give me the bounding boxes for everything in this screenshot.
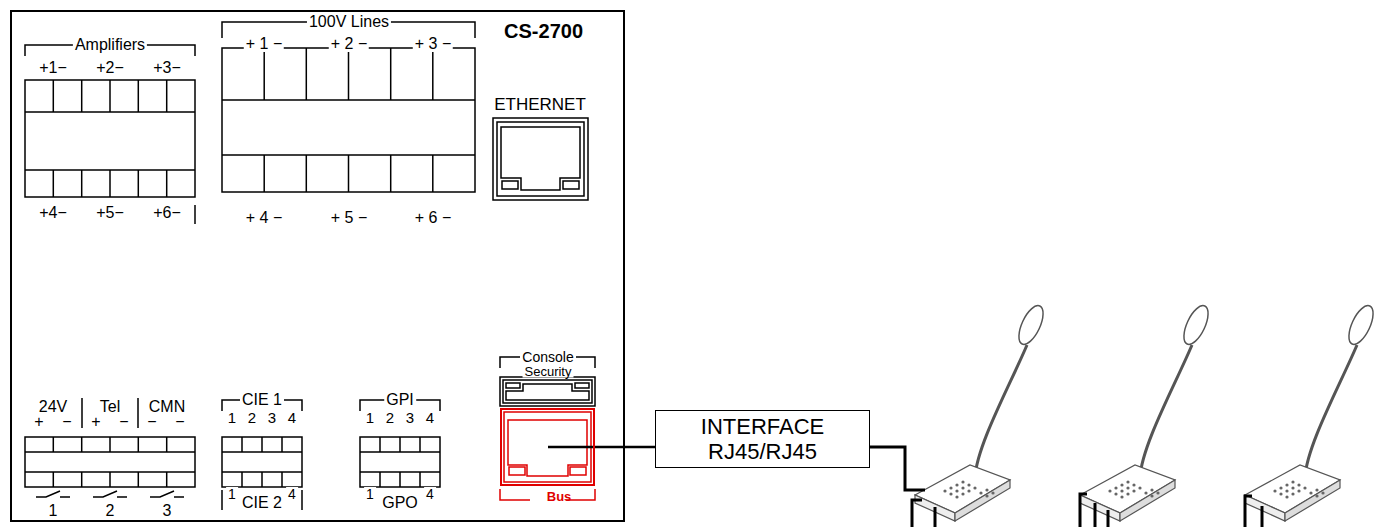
terminal-label: 2 [384, 410, 396, 425]
terminal-label: CMN [147, 399, 187, 415]
terminal-label: Amplifiers [73, 37, 147, 53]
terminal-label: Tel [98, 399, 122, 415]
terminal-label: 1 [226, 487, 238, 501]
terminal-label: − [173, 414, 186, 430]
terminal-label: 1 [47, 503, 60, 519]
terminal-label: − [60, 414, 73, 430]
bus-port [500, 412, 595, 500]
terminal-label: CIE 1 [240, 392, 284, 408]
terminal-label: +4− [37, 205, 69, 221]
terminal-label: 2 [104, 503, 117, 519]
node-text: CS-2700 [504, 20, 583, 43]
terminal-label: + [89, 414, 102, 430]
terminal-label: + 1 − [244, 36, 284, 52]
terminal-label: 4 [286, 487, 298, 501]
terminal-label: 4 [424, 410, 436, 425]
terminal-label: + [32, 414, 45, 430]
terminal-label: 3 [404, 410, 416, 425]
panel-box: CS-2700Bus [10, 10, 625, 522]
terminal-label: Security [523, 365, 574, 378]
terminal-label: GPO [380, 495, 420, 511]
terminal-label: + 5 − [329, 210, 369, 226]
terminal-label: +1− [37, 60, 69, 76]
terminal-label: 1 [364, 487, 376, 501]
terminal-label: 3 [161, 503, 174, 519]
terminal-label: +3− [151, 60, 183, 76]
terminal-label: 1 [226, 410, 238, 425]
terminal-label: +2− [94, 60, 126, 76]
node-text: INTERFACE RJ45/RJ45 [701, 414, 824, 465]
terminal-label: ETHERNET [492, 96, 588, 113]
terminal-label: + 6 − [413, 210, 453, 226]
terminal-label: 100V Lines [307, 14, 391, 30]
console-port [500, 357, 595, 406]
terminal-label: 24V [37, 399, 69, 415]
interface-box: INTERFACE RJ45/RJ45 [655, 410, 870, 468]
terminal-label: + 4 − [244, 210, 284, 226]
terminal-label: + 2 − [329, 36, 369, 52]
terminal-label: 4 [286, 410, 298, 425]
terminal-label: CIE 2 [240, 495, 284, 511]
connector-line [595, 446, 655, 449]
terminal-label: 3 [266, 410, 278, 425]
terminal-blocks [25, 22, 475, 510]
terminal-label: 1 [364, 410, 376, 425]
terminal-label: Console [520, 350, 575, 364]
connector [595, 447, 655, 448]
port-wire [548, 446, 595, 449]
terminal-label: 2 [246, 410, 258, 425]
consoles [915, 302, 1378, 521]
terminal-label: GPI [384, 392, 416, 408]
terminal-label: 4 [424, 487, 436, 501]
console-wires [870, 447, 1262, 527]
terminal-label: + 3 − [413, 36, 453, 52]
terminal-label: +6− [151, 205, 183, 221]
terminal-label: − [117, 414, 130, 430]
ethernet-port [493, 118, 588, 200]
terminal-label: +5− [94, 205, 126, 221]
terminal-label: − [145, 414, 158, 430]
node-text: Bus [545, 490, 551, 503]
bus-port-box: Bus [500, 408, 595, 486]
